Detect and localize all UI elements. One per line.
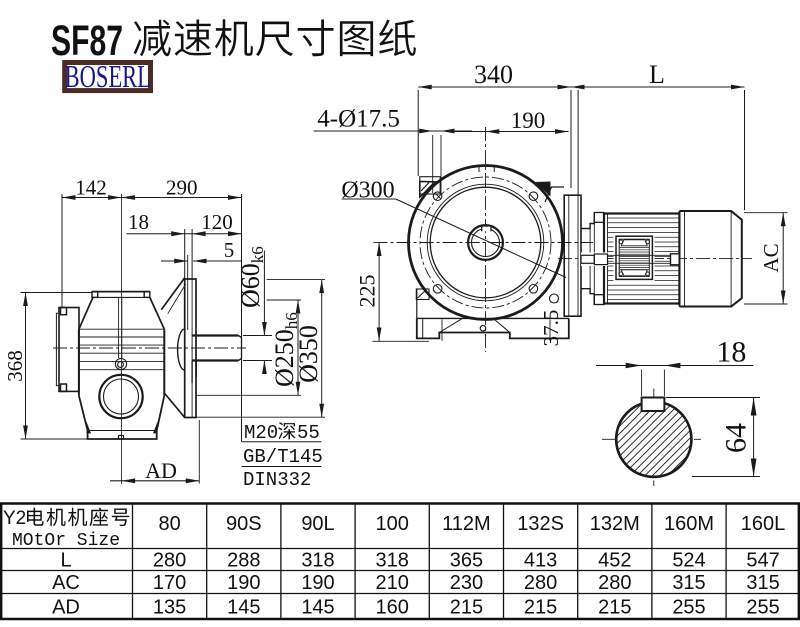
svg-text:452: 452 xyxy=(598,550,631,572)
svg-text:GB/T145: GB/T145 xyxy=(243,446,323,468)
svg-text:L: L xyxy=(60,550,71,572)
svg-text:210: 210 xyxy=(376,572,409,594)
svg-text:524: 524 xyxy=(672,550,705,572)
svg-text:255: 255 xyxy=(672,596,705,618)
svg-text:288: 288 xyxy=(227,550,260,572)
svg-text:132M: 132M xyxy=(590,513,640,535)
svg-text:80: 80 xyxy=(158,513,180,535)
svg-text:340: 340 xyxy=(474,60,513,89)
svg-text:160: 160 xyxy=(376,596,409,618)
svg-text:280: 280 xyxy=(524,572,557,594)
svg-text:132S: 132S xyxy=(517,513,564,535)
svg-text:AD: AD xyxy=(52,596,80,618)
svg-text:AD: AD xyxy=(145,458,177,483)
svg-text:64: 64 xyxy=(720,423,753,453)
svg-text:145: 145 xyxy=(227,596,260,618)
svg-text:315: 315 xyxy=(746,572,779,594)
svg-text:230: 230 xyxy=(450,572,483,594)
svg-text:120: 120 xyxy=(201,210,233,234)
svg-text:145: 145 xyxy=(301,596,334,618)
svg-text:547: 547 xyxy=(746,550,779,572)
svg-text:Ø60k6: Ø60k6 xyxy=(236,246,267,308)
svg-text:90S: 90S xyxy=(226,513,262,535)
svg-text:190: 190 xyxy=(511,108,546,133)
svg-text:160M: 160M xyxy=(664,513,714,535)
svg-text:100: 100 xyxy=(376,513,409,535)
svg-text:190: 190 xyxy=(227,572,260,594)
svg-text:M20: M20 xyxy=(244,422,278,444)
svg-text:160L: 160L xyxy=(741,513,786,535)
svg-text:368: 368 xyxy=(3,350,27,382)
svg-text:290: 290 xyxy=(166,176,198,200)
svg-text:18: 18 xyxy=(716,335,746,368)
svg-text:4-Ø17.5: 4-Ø17.5 xyxy=(317,106,400,133)
svg-text:90L: 90L xyxy=(301,513,334,535)
svg-text:190: 190 xyxy=(301,572,334,594)
svg-text:215: 215 xyxy=(598,596,631,618)
svg-text:142: 142 xyxy=(75,176,107,200)
svg-text:Ø350: Ø350 xyxy=(294,325,323,383)
svg-text:SF87: SF87 xyxy=(51,17,123,65)
svg-text:170: 170 xyxy=(153,572,186,594)
svg-text:413: 413 xyxy=(524,550,557,572)
svg-text:135: 135 xyxy=(153,596,186,618)
svg-text:AC: AC xyxy=(759,243,783,272)
svg-text:255: 255 xyxy=(746,596,779,618)
svg-text:318: 318 xyxy=(376,550,409,572)
svg-text:215: 215 xyxy=(450,596,483,618)
svg-text:L: L xyxy=(649,60,665,89)
svg-text:55: 55 xyxy=(297,422,320,444)
svg-text:315: 315 xyxy=(672,572,705,594)
svg-text:225: 225 xyxy=(355,275,380,308)
svg-text:112M: 112M xyxy=(442,513,491,535)
svg-text:280: 280 xyxy=(598,572,631,594)
svg-text:37.5: 37.5 xyxy=(539,310,563,347)
svg-text:Ø300: Ø300 xyxy=(341,178,394,204)
svg-text:MOtOr Size: MOtOr Size xyxy=(12,531,120,551)
svg-text:AC: AC xyxy=(52,572,80,594)
svg-text:215: 215 xyxy=(524,596,557,618)
svg-text:DIN332: DIN332 xyxy=(243,469,311,491)
svg-text:Y2: Y2 xyxy=(3,508,26,529)
svg-text:365: 365 xyxy=(450,550,483,572)
svg-text:280: 280 xyxy=(153,550,186,572)
svg-text:BOSERL: BOSERL xyxy=(65,58,151,94)
svg-text:318: 318 xyxy=(301,550,334,572)
svg-text:18: 18 xyxy=(128,210,149,234)
svg-text:5: 5 xyxy=(224,238,235,262)
